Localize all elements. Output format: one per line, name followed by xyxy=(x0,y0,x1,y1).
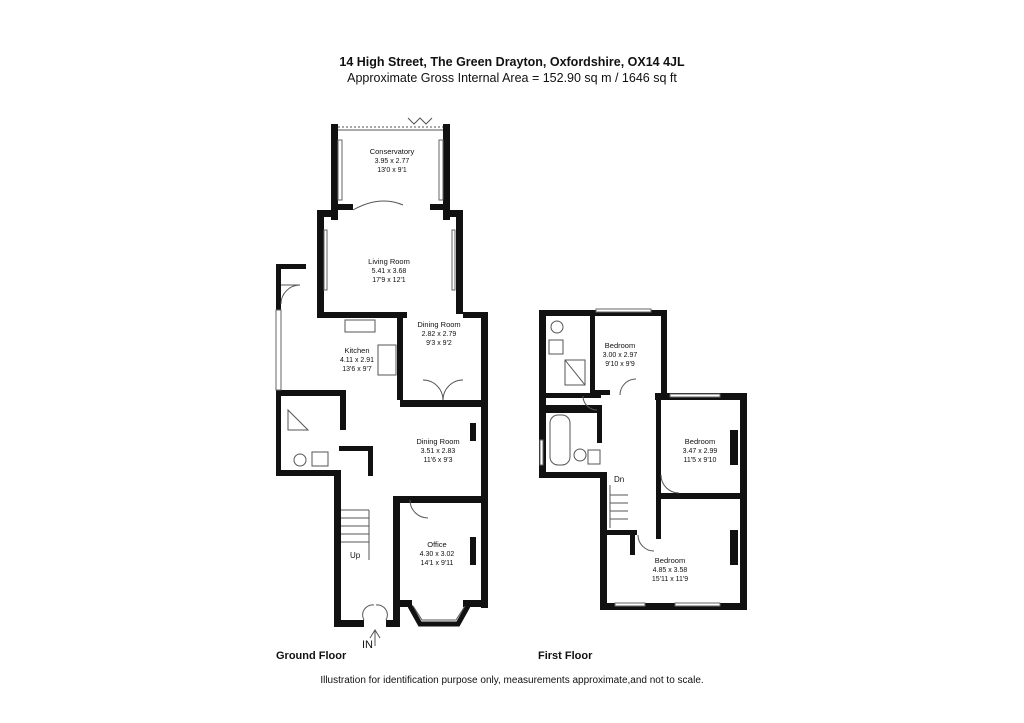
first-floor-walls xyxy=(539,310,747,610)
bathroom-fittings xyxy=(548,320,601,466)
room-metric-conservatory: 3.95 x 2.77 xyxy=(375,158,410,165)
room-metric-bedroom-3: 4.85 x 3.58 xyxy=(653,567,688,574)
office-bay-walls xyxy=(400,499,488,627)
room-imperial-bedroom-2: 11'5 x 9'10 xyxy=(684,457,717,464)
room-name-kitchen: Kitchen xyxy=(344,346,369,355)
ground-floor-plan: Conservatory 3.95 x 2.77 13'0 x 9'1 Livi… xyxy=(275,117,488,651)
room-metric-kitchen: 4.11 x 2.91 xyxy=(340,357,374,364)
side-porch-walls xyxy=(275,264,306,476)
room-imperial-living-room: 17'9 x 12'1 xyxy=(372,277,406,284)
room-imperial-office: 14'1 x 9'11 xyxy=(421,560,454,567)
room-name-living-room: Living Room xyxy=(368,257,410,266)
hallway-walls xyxy=(334,446,400,627)
kitchen-inner-walls xyxy=(281,318,464,476)
room-metric-office: 4.30 x 3.02 xyxy=(420,551,455,558)
first-floor-plan: Bedroom 3.00 x 2.97 9'10 x 9'9 Bedroom 3… xyxy=(539,308,747,610)
room-name-dining-room-2: Dining Room xyxy=(416,437,459,446)
first-floor-label: First Floor xyxy=(538,650,593,662)
room-metric-dining-room-1: 2.82 x 2.79 xyxy=(422,331,457,338)
room-metric-dining-room-2: 3.51 x 2.83 xyxy=(421,448,456,455)
room-metric-bedroom-2: 3.47 x 2.99 xyxy=(683,448,718,455)
room-imperial-bedroom-3: 15'11 x 11'9 xyxy=(652,576,688,583)
room-imperial-kitchen: 13'6 x 9'7 xyxy=(342,366,372,373)
property-address: 14 High Street, The Green Drayton, Oxfor… xyxy=(339,55,685,69)
disclaimer-text: Illustration for identification purpose … xyxy=(320,675,704,686)
entrance-in-label: IN xyxy=(362,639,373,651)
room-name-bedroom-1: Bedroom xyxy=(605,341,635,350)
gross-internal-area: Approximate Gross Internal Area = 152.90… xyxy=(347,71,677,85)
conservatory-structure xyxy=(331,117,450,220)
room-metric-living-room: 5.41 x 3.68 xyxy=(372,268,407,275)
first-floor-windows xyxy=(539,308,721,607)
room-name-bedroom-2: Bedroom xyxy=(685,437,715,446)
first-floor-doors xyxy=(582,378,680,552)
ground-floor-label: Ground Floor xyxy=(276,650,347,662)
room-name-dining-room-1: Dining Room xyxy=(417,320,460,329)
room-imperial-conservatory: 13'0 x 9'1 xyxy=(377,167,407,174)
stair-up-label: Up xyxy=(350,551,361,560)
room-name-office: Office xyxy=(427,540,446,549)
room-name-bedroom-3: Bedroom xyxy=(655,556,685,565)
living-room-walls xyxy=(317,210,463,318)
ground-floor-right-walls xyxy=(400,312,488,608)
room-imperial-dining-room-2: 11'6 x 9'3 xyxy=(423,457,452,464)
room-imperial-dining-room-1: 9'3 x 9'2 xyxy=(426,340,452,347)
room-name-conservatory: Conservatory xyxy=(370,147,415,156)
room-metric-bedroom-1: 3.00 x 2.97 xyxy=(603,352,638,359)
room-imperial-bedroom-1: 9'10 x 9'9 xyxy=(605,361,635,368)
first-floor-stairs xyxy=(609,485,628,528)
entrance-arrow xyxy=(369,629,381,646)
stair-down-label: Dn xyxy=(614,475,624,484)
